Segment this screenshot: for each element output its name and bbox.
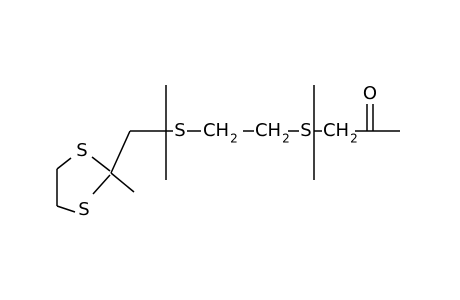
bond-ring-ch2-to-bottom-s bbox=[56, 205, 76, 213]
bond-c2-to-ch2-link bbox=[110, 130, 131, 174]
ring-sulfur-top: S bbox=[76, 140, 87, 161]
ch2-left-carbon: CH bbox=[203, 120, 229, 141]
bond-ring-bottom-s-to-c2 bbox=[92, 174, 111, 195]
carbonyl-oxygen: O bbox=[363, 83, 377, 104]
ch2-left-subscript: 2 bbox=[230, 132, 238, 146]
chain-sulfur-right: S bbox=[300, 120, 311, 141]
bond-ring-top-s-to-c2 bbox=[91, 156, 111, 172]
ch2-middle-subscript: 2 bbox=[282, 132, 290, 146]
bond-ring-top-s-to-ch2 bbox=[56, 157, 72, 170]
bond-c2-methyl bbox=[110, 172, 135, 193]
chain-sulfur-left: S bbox=[174, 120, 185, 141]
atom-labels: S S S CH 2 CH 2 S CH 2 O bbox=[76, 83, 377, 220]
ring-sulfur-bottom: S bbox=[78, 199, 89, 220]
ch2-right-carbon: CH bbox=[323, 120, 349, 141]
ch2-right-subscript: 2 bbox=[350, 132, 358, 146]
ch2-middle-carbon: CH bbox=[255, 120, 281, 141]
bonds bbox=[56, 85, 400, 213]
